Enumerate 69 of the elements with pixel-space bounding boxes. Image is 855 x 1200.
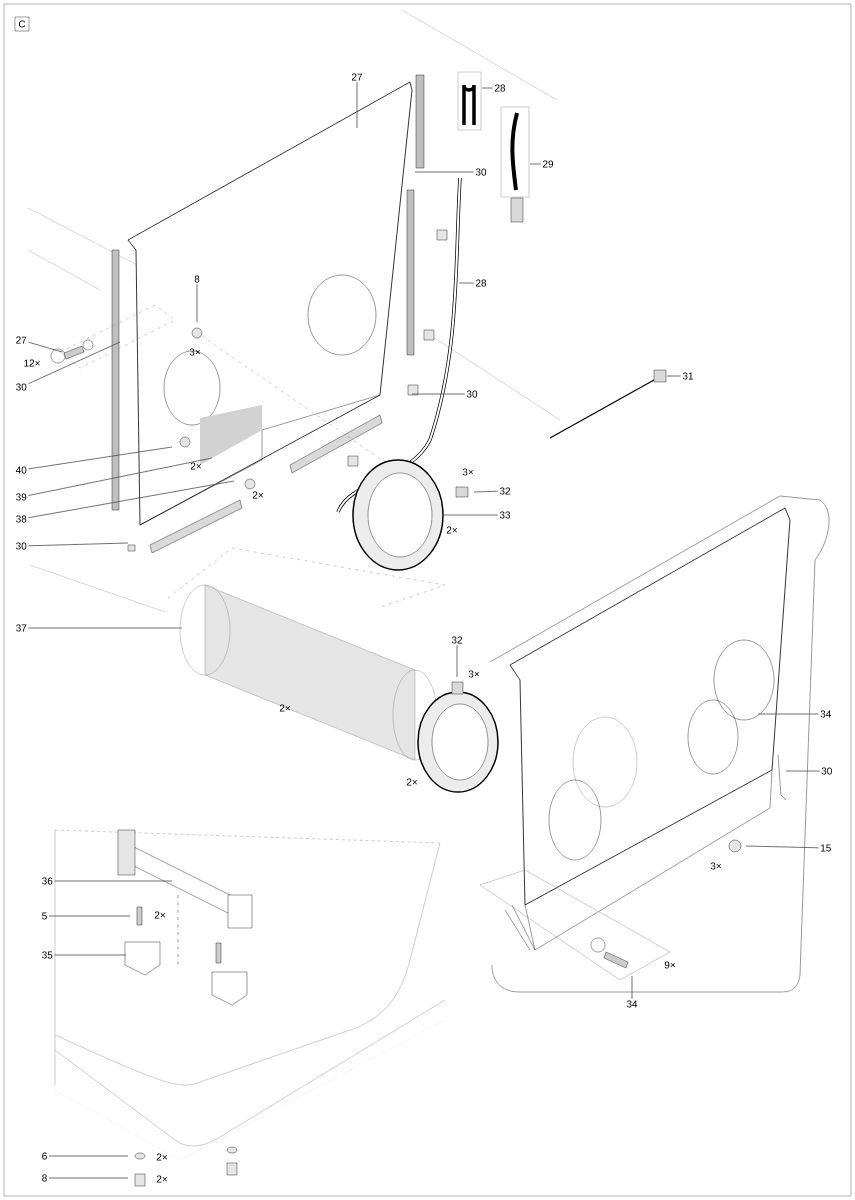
callout-number: 8	[42, 1174, 47, 1182]
quantity-label: 2×	[154, 911, 165, 919]
callout-number: 32	[499, 487, 511, 495]
callout-number: 30	[821, 767, 832, 775]
leader-line	[785, 770, 820, 772]
callout-number: 39	[16, 493, 27, 501]
quantity-label: 12×	[24, 359, 40, 367]
callout-number: 30	[16, 542, 27, 550]
leader-line	[54, 880, 173, 882]
leader-line	[196, 283, 198, 323]
quantity-label: 2×	[156, 1175, 167, 1183]
leader-line	[28, 341, 63, 353]
callout-number: 35	[42, 951, 53, 959]
quantity-label: 2×	[446, 526, 457, 534]
view-letter: C	[14, 16, 30, 32]
callout-number: 32	[451, 636, 463, 644]
quantity-label: 3×	[468, 670, 479, 678]
leader-line	[481, 87, 494, 89]
leader-line	[745, 845, 819, 849]
callout-number: 27	[16, 336, 27, 344]
leader-line	[356, 81, 358, 129]
callout-number: 34	[820, 710, 831, 718]
quantity-label: 3×	[462, 468, 473, 476]
callout-number: 30	[475, 168, 487, 176]
leader-line	[48, 1155, 129, 1157]
leader-line	[414, 171, 475, 173]
callout-number: 6	[42, 1152, 47, 1160]
quantity-label: 2×	[279, 704, 290, 712]
leader-line	[441, 514, 499, 516]
callout-number: 5	[42, 912, 47, 920]
callout-number: 38	[16, 515, 27, 523]
quantity-label: 2×	[252, 491, 263, 499]
leader-line	[28, 446, 173, 470]
leader-line	[48, 1177, 129, 1179]
leader-line	[28, 457, 213, 496]
quantity-label: 2×	[156, 1153, 167, 1161]
quantity-label: 9×	[664, 961, 675, 969]
leader-line	[28, 341, 121, 385]
callout-number: 8	[194, 275, 200, 283]
leader-line	[458, 282, 475, 284]
leader-line	[411, 393, 466, 395]
callout-number: 30	[466, 390, 478, 398]
quantity-label: 3×	[189, 348, 200, 356]
leader-line	[473, 490, 499, 493]
leader-line	[757, 713, 819, 715]
quantity-label: 3×	[710, 862, 721, 870]
leader-line	[28, 480, 235, 519]
callout-number: 33	[499, 511, 511, 519]
quantity-label: 2×	[406, 778, 417, 786]
leader-line	[28, 627, 183, 629]
quantity-label: 2×	[190, 462, 201, 470]
leader-line	[28, 542, 129, 547]
callout-number: 15	[821, 844, 831, 852]
callout-number: 28	[494, 84, 506, 92]
callout-number: 40	[15, 466, 27, 474]
callout-number: 34	[626, 1000, 638, 1008]
callout-number: 31	[682, 372, 694, 380]
callout-number: 29	[542, 160, 554, 168]
leader-line	[54, 954, 127, 956]
leader-line	[631, 975, 633, 1000]
leader-line	[456, 644, 458, 678]
callout-number: 36	[42, 877, 53, 885]
leader-line	[529, 163, 542, 165]
leader-line	[666, 375, 682, 377]
leader-line	[48, 915, 131, 917]
callout-number: 27	[351, 73, 363, 81]
callout-number: 28	[475, 279, 487, 287]
callout-number: 30	[16, 383, 27, 391]
callout-number: 37	[16, 624, 27, 632]
